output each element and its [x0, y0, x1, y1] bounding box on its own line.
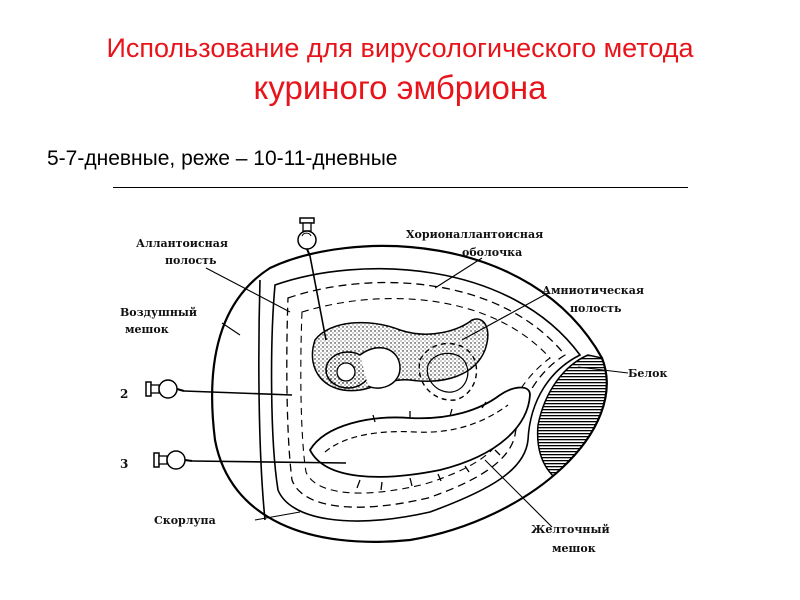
chorioallantoic-membrane [270, 267, 582, 522]
embryo [325, 346, 401, 389]
chick-embryo-diagram: Аллантоисная полость Воздушный мешок Хор… [110, 190, 690, 570]
leader-lines [205, 257, 629, 528]
title-line-1: Использование для вирусологического мето… [106, 33, 694, 63]
label-allantoic-1: Аллантоисная [136, 237, 228, 250]
label-shell: Скорлупа [154, 514, 216, 527]
syringe-2 [145, 379, 293, 399]
label-yolk-1: Желточный [531, 523, 610, 536]
egg-shell [210, 244, 608, 543]
amniotic-cavity [418, 342, 478, 401]
label-air-sac-2: мешок [125, 323, 169, 336]
yolk-sac [308, 386, 531, 478]
label-yolk-2: мешок [552, 542, 596, 555]
label-amnion-2: полость [570, 302, 622, 315]
label-number-3: 3 [120, 457, 128, 471]
label-air-sac-1: Воздушный [120, 306, 197, 319]
divider-line [113, 187, 688, 188]
subtitle: 5-7-дневные, реже – 10-11-дневные [47, 147, 398, 170]
label-chorio-2: оболочка [462, 246, 522, 259]
syringe-allantoic [297, 217, 327, 341]
label-chorio-1: Хорионаллантоисная [406, 228, 543, 241]
title-line-2: куриного эмбриона [253, 69, 547, 106]
label-number-2: 2 [120, 387, 128, 401]
syringe-3 [153, 450, 347, 470]
label-allantoic-2: полость [165, 254, 217, 267]
albumen-region [536, 354, 607, 491]
label-albumen: Белок [628, 367, 667, 380]
air-sac-boundary [258, 279, 266, 521]
label-amnion-1: Амниотическая [542, 284, 644, 297]
slide-title: Использование для вирусологического мето… [0, 30, 800, 110]
